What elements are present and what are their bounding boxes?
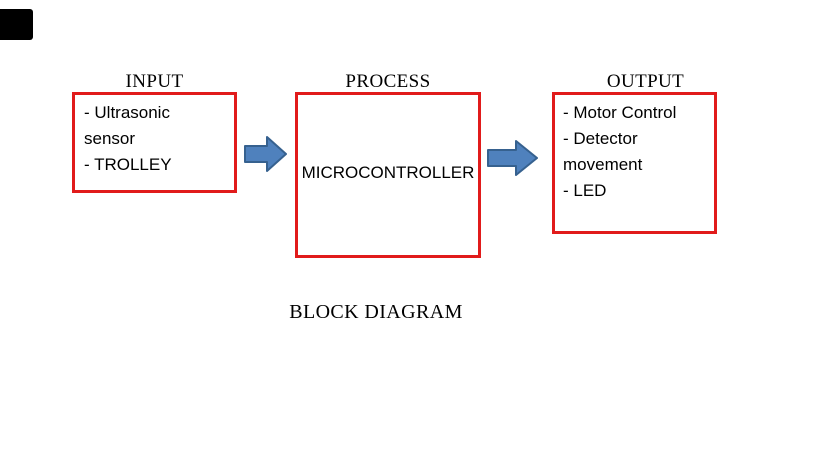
black-corner-mark: [0, 9, 33, 40]
input-title: INPUT: [125, 71, 184, 92]
microcontroller-label: MICROCONTROLLER: [301, 163, 475, 182]
diagram-caption: BLOCK DIAGRAM: [289, 301, 463, 323]
output-line-movement: movement: [563, 155, 643, 174]
right-arrow-icon: [487, 140, 538, 176]
process-box: MICROCONTROLLER: [295, 92, 481, 258]
output-line-motor-control: - Motor Control: [563, 103, 677, 122]
output-line-detector: - Detector: [563, 129, 638, 148]
output-title: OUTPUT: [606, 71, 685, 92]
output-box: - Motor Control - Detector movement - LE…: [552, 92, 717, 234]
right-arrow-icon: [244, 136, 287, 172]
process-title: PROCESS: [345, 71, 431, 92]
input-box: - Ultrasonic sensor - TROLLEY: [72, 92, 237, 193]
input-line-sensor: sensor: [84, 129, 136, 148]
input-line-trolley: - TROLLEY: [84, 155, 172, 174]
output-line-led: - LED: [563, 181, 607, 200]
input-line-ultrasonic: - Ultrasonic: [84, 103, 170, 122]
